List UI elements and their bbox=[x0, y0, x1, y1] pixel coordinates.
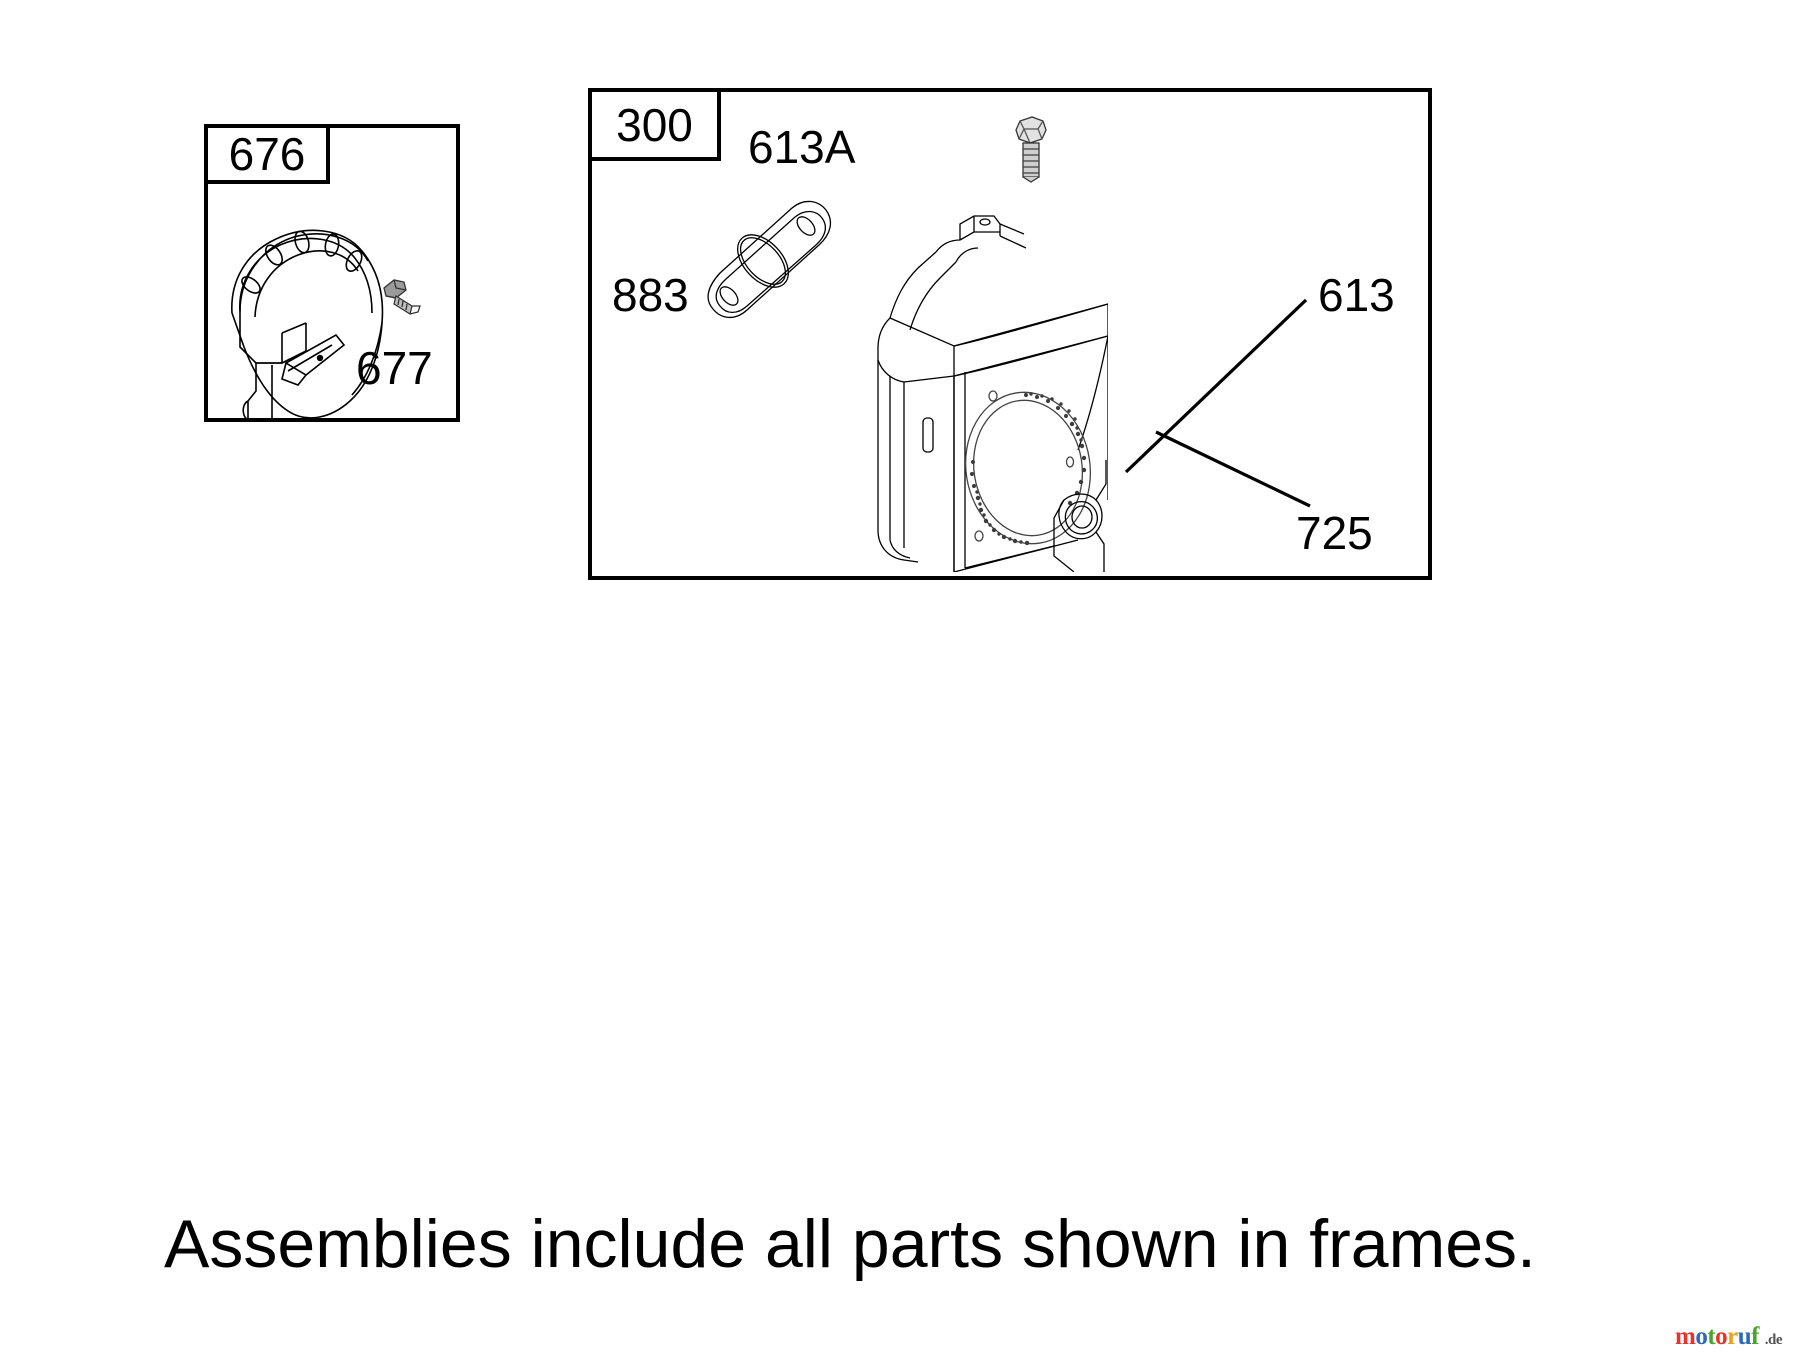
frame-300-tag-label: 300 bbox=[616, 98, 693, 151]
callout-613: 613 bbox=[1318, 269, 1395, 321]
motoruf-watermark: motoruf .de bbox=[1675, 1323, 1783, 1351]
part-illustration-676 bbox=[210, 195, 410, 425]
watermark-brand: motoruf bbox=[1675, 1323, 1759, 1350]
part-illustration-613a bbox=[1008, 112, 1056, 186]
callout-725: 725 bbox=[1296, 507, 1373, 559]
leader-lines-613-725 bbox=[1060, 290, 1320, 520]
frame-300 bbox=[588, 88, 1432, 580]
callout-677: 677 bbox=[356, 342, 433, 394]
callout-883: 883 bbox=[612, 269, 689, 321]
callout-613a: 613A bbox=[748, 121, 856, 173]
part-illustration-300-muffler bbox=[778, 200, 1108, 572]
frame-676-tag: 676 bbox=[204, 124, 330, 184]
frame-676-tag-label: 676 bbox=[228, 128, 306, 180]
watermark-suffix: .de bbox=[1764, 1332, 1783, 1348]
part-illustration-883 bbox=[700, 196, 840, 336]
diagram-caption: Assemblies include all parts shown in fr… bbox=[164, 1206, 1536, 1282]
part-illustration-677 bbox=[378, 276, 426, 318]
frame-676 bbox=[204, 124, 460, 422]
frame-300-tag: 300 bbox=[588, 88, 721, 161]
